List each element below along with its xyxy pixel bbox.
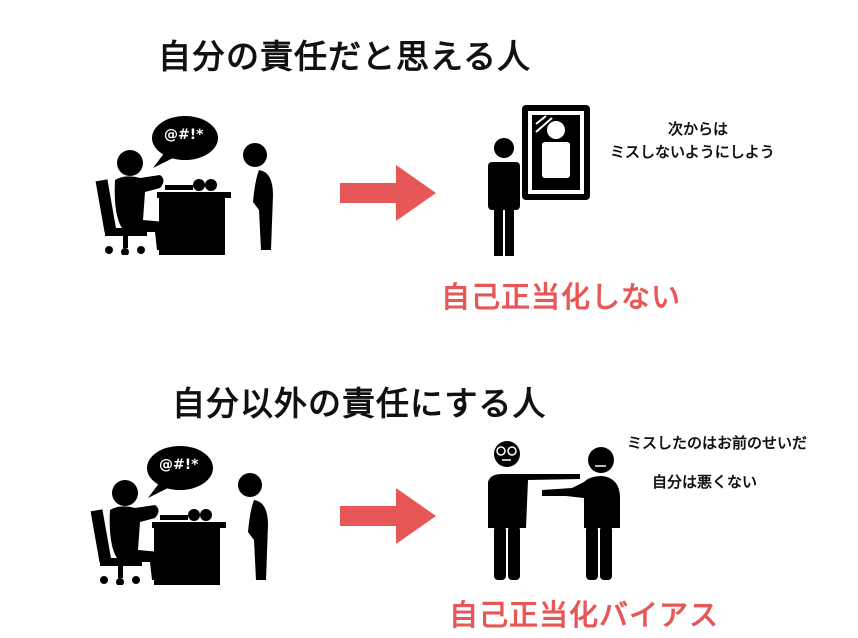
right-arrow-icon [340, 488, 436, 544]
speech-bubble-icon [147, 446, 213, 498]
bubble-symbols: @#!* [164, 127, 204, 143]
speech-self: 自分は悪くない [652, 473, 758, 491]
right-arrow-icon [340, 165, 436, 221]
speech-blame: ミスしたのはお前のせいだ [627, 434, 808, 452]
speech-line-2: ミスしないようにしよう [610, 143, 775, 161]
speech-line-1: 次からは [668, 120, 729, 138]
result-label-1: 自己正当化しない [441, 280, 682, 314]
section1-title: 自分の責任だと思える人 [158, 37, 532, 76]
result-label-2: 自己正当化バイアス [449, 598, 720, 632]
blaming-figures-scene [488, 441, 620, 580]
mirror-reflection-scene [488, 105, 590, 256]
bubble-symbols: @#!* [159, 457, 199, 473]
boss-scolding-scene-2 [90, 446, 268, 585]
boss-scolding-scene-1 [95, 116, 273, 255]
section2-title: 自分以外の責任にする人 [172, 384, 547, 423]
speech-bubble-icon [152, 116, 218, 168]
